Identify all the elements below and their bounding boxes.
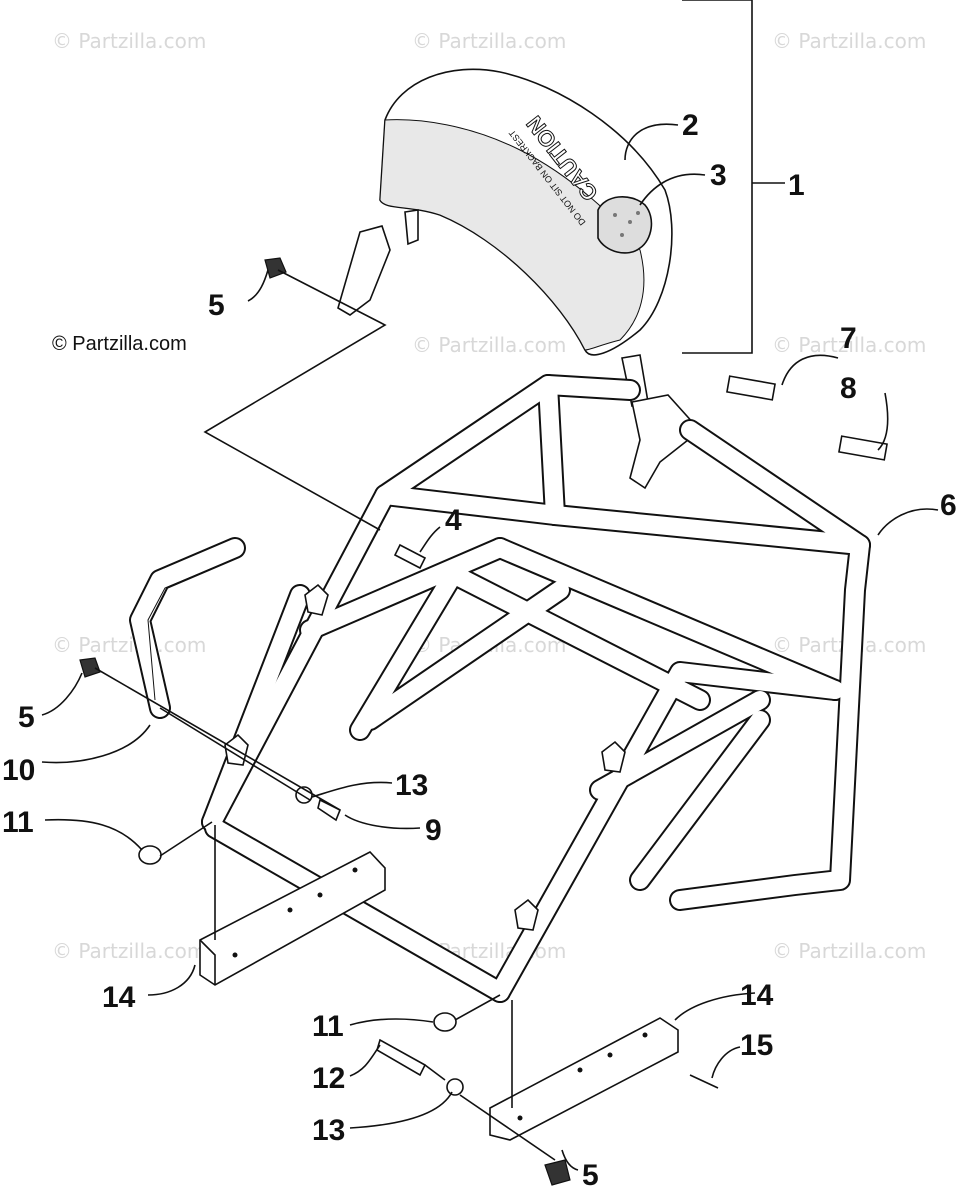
foam-insert <box>597 196 653 254</box>
callout-15: 15 <box>740 1029 773 1062</box>
callout-14: 14 <box>740 979 774 1012</box>
bolt-4 <box>393 543 427 570</box>
plug-11b <box>433 1012 457 1032</box>
callout-2: 2 <box>682 109 699 142</box>
watermark: © Partzilla.com <box>772 333 926 357</box>
cap-nut-bottom <box>544 1159 571 1186</box>
decal-8 <box>838 435 888 461</box>
rack-frame <box>201 374 871 1003</box>
watermark: © Partzilla.com <box>52 29 206 53</box>
callout-11: 11 <box>312 1010 344 1043</box>
decal-7 <box>726 375 776 401</box>
watermark: © Partzilla.com <box>772 939 926 963</box>
callout-12: 12 <box>312 1062 345 1095</box>
bolt-12 <box>376 1038 427 1077</box>
cap-nut-top <box>264 257 287 279</box>
callout-7: 7 <box>840 322 857 355</box>
assembly-bracket <box>682 0 753 354</box>
mounting-plate-right <box>489 1017 679 1141</box>
callout-11: 11 <box>2 806 34 839</box>
grab-handle <box>129 537 246 719</box>
callouts: 1 2 3 4 5 5 5 6 7 8 9 10 11 11 12 13 13 … <box>2 109 957 1192</box>
mounting-plate-left <box>199 851 386 986</box>
callout-3: 3 <box>710 159 727 192</box>
callout-5: 5 <box>18 701 35 734</box>
plug-11a <box>138 845 162 865</box>
callout-5: 5 <box>582 1159 599 1192</box>
watermark: © Partzilla.com <box>412 333 566 357</box>
callout-1: 1 <box>788 169 805 202</box>
watermark: © Partzilla.com <box>52 939 206 963</box>
cap-nut-left <box>79 657 101 678</box>
rivet-15 <box>689 1074 719 1089</box>
watermark: © Partzilla.com <box>52 633 206 657</box>
callout-13: 13 <box>312 1114 345 1147</box>
callout-14: 14 <box>102 981 136 1014</box>
callout-13: 13 <box>395 769 428 802</box>
leader-lines <box>41 123 939 1171</box>
backrest-pad: CAUTION DO NOT SIT ON BACKREST <box>337 68 673 356</box>
copyright-notice: © Partzilla.com <box>52 333 187 355</box>
watermark: © Partzilla.com <box>772 29 926 53</box>
callout-10: 10 <box>2 754 35 787</box>
watermark: © Partzilla.com <box>412 29 566 53</box>
callout-5: 5 <box>208 289 225 322</box>
callout-6: 6 <box>940 489 957 522</box>
callout-9: 9 <box>425 814 442 847</box>
hardware <box>79 257 888 1186</box>
washer-13b <box>446 1078 464 1096</box>
callout-4: 4 <box>445 504 462 537</box>
callout-8: 8 <box>840 372 857 405</box>
